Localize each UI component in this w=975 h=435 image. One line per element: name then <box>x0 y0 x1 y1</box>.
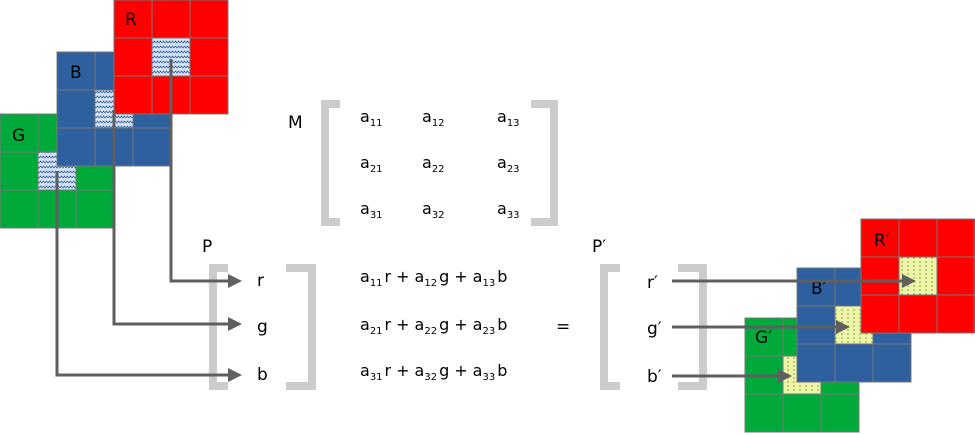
arrowhead-b-prime <box>778 369 792 383</box>
matrix-entry-a31: a31 <box>360 199 383 221</box>
input-vector-g: g <box>257 317 268 337</box>
red-output-label: R′ <box>874 231 890 251</box>
matrix-entries: a11 a12 a13 a21 a22 a23 a31 a32 a33 <box>360 107 520 221</box>
arrow-green-to-b <box>55 171 230 377</box>
matrix-entry-a32: a32 <box>422 199 445 221</box>
matrix-left-bracket <box>321 100 340 226</box>
arrow-red-to-r <box>169 59 230 283</box>
output-vector-r: r′ <box>647 273 658 293</box>
output-vector-g: g′ <box>647 319 662 339</box>
matrix-entry-a33: a33 <box>497 199 520 221</box>
input-arrows <box>55 59 230 377</box>
green-channel-label: G <box>12 126 25 146</box>
blue-channel-label: B <box>70 63 82 83</box>
matrix-entry-a21: a21 <box>360 153 383 175</box>
matrix-brackets <box>321 100 558 226</box>
arrowhead-r <box>228 274 242 288</box>
arrow-blue-to-g <box>112 110 230 326</box>
green-output-label: G′ <box>755 328 772 348</box>
arrowhead-b <box>228 368 242 382</box>
input-vector-right-bracket <box>286 264 316 390</box>
arrowhead-g-prime <box>836 320 850 334</box>
input-vector-r: r <box>257 271 264 291</box>
equals-sign: = <box>556 317 570 337</box>
input-vector-left-bracket <box>209 264 228 390</box>
red-channel-label: R <box>125 10 137 30</box>
output-vector-b: b′ <box>647 367 662 387</box>
matrix-entry-a12: a12 <box>422 107 445 129</box>
output-vector-left-bracket <box>600 264 620 390</box>
arrowhead-g <box>228 317 242 331</box>
matrix-entry-a11: a11 <box>360 107 383 129</box>
blue-output-label: B′ <box>811 279 827 299</box>
output-grid-red: R′ <box>860 218 975 334</box>
matrix-right-bracket <box>531 100 558 226</box>
input-vector-label: P <box>202 237 212 257</box>
input-vector-b: b <box>257 365 268 385</box>
matrix-label: M <box>288 113 303 133</box>
input-vector-brackets <box>209 264 316 390</box>
matrix-entry-a23: a23 <box>497 153 520 175</box>
matrix-entry-a22: a22 <box>422 153 445 175</box>
matrix-entry-a13: a13 <box>497 107 520 129</box>
arrowhead-r-prime <box>902 274 916 288</box>
output-arrows <box>672 279 904 378</box>
output-vector-label: P′ <box>592 237 606 257</box>
